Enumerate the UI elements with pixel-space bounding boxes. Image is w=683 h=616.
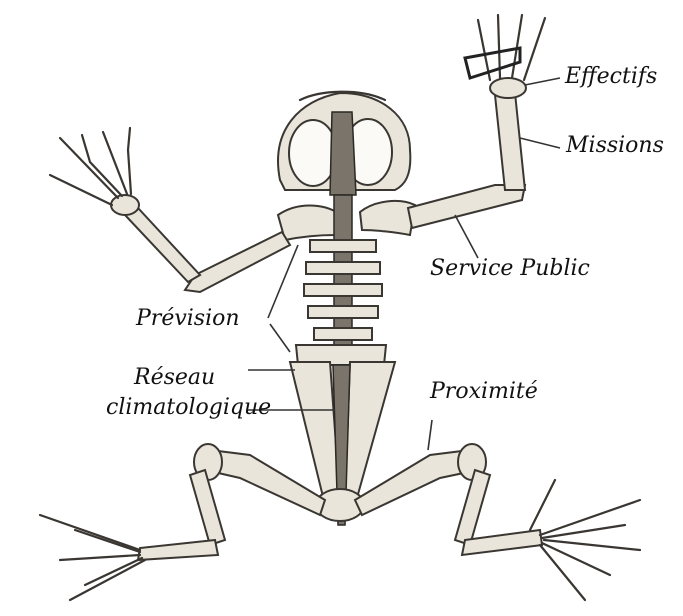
label-proximite: Proximité (429, 379, 538, 404)
leader-missions (520, 138, 560, 148)
skull (278, 92, 410, 195)
label-prevision: Prévision (135, 306, 240, 331)
leader-proximite (428, 420, 432, 450)
label-service-public: Service Public (430, 256, 590, 281)
leader-prevision-2 (270, 324, 290, 352)
leader-effectifs (525, 78, 560, 85)
leader-service-public (455, 215, 478, 258)
right-arm (408, 15, 545, 228)
left-arm (50, 128, 290, 292)
label-reseau-line2: climatologique (106, 395, 271, 420)
left-leg (40, 444, 325, 600)
label-effectifs: Effectifs (564, 64, 657, 89)
right-leg (355, 444, 640, 600)
leader-prevision (268, 245, 298, 318)
label-missions: Missions (565, 133, 664, 158)
label-reseau-line1: Réseau (133, 365, 215, 390)
